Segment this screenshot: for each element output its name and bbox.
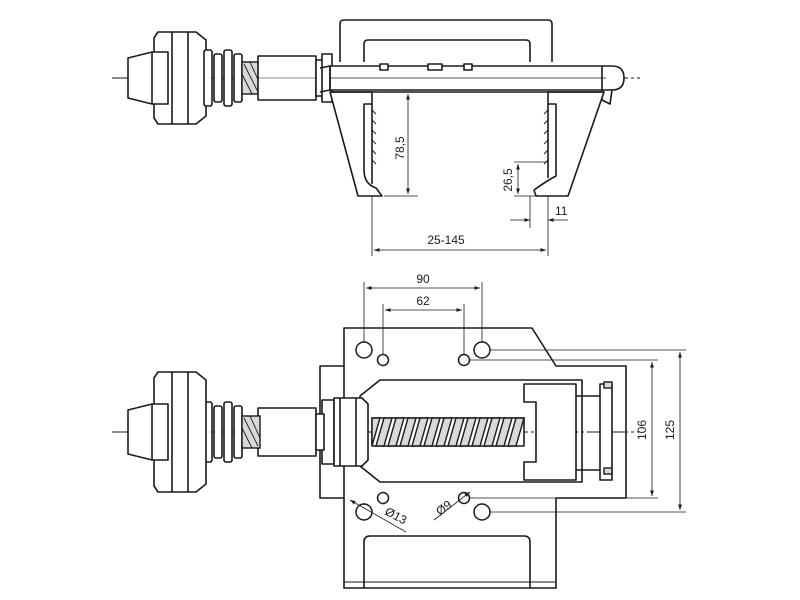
plan-moving-jaw [523,383,577,481]
dim-opening-25-145: 25-145 [371,196,546,256]
dim-height-78-5: 78,5 [380,91,418,197]
dim-outer-holes-label: 90 [416,272,430,286]
dim-jaw-step-label: 26,5 [501,168,515,192]
hole-large-top-right [473,341,491,359]
dim-jaw-width-11: 11 [510,196,568,256]
top-view: 78,5 26,5 11 25-145 [112,19,640,256]
dim-jaw-step-26-5: 26,5 [501,161,548,197]
plan-bottom-slot [363,535,531,588]
hole-small-bottom-left [376,491,390,505]
dim-inner-spacing-106: 106 [470,359,658,499]
dim-inner-holes-62: 62 [382,294,465,354]
plan-view: 90 62 106 125 Ø13 [112,272,686,589]
top-jaw-housing [329,91,605,197]
mounting-holes [355,341,491,521]
dim-height-label: 78,5 [393,136,407,160]
hole-large-bottom-right [473,503,491,521]
dim-jaw-width-label: 11 [555,204,568,218]
hole-small-top-right [457,353,471,367]
dim-opening-label: 25-145 [427,233,465,247]
dim-outer-holes-90: 90 [363,272,483,342]
plan-threaded-screw [371,417,525,447]
plan-screw-nut [321,397,369,467]
dim-inner-holes-label: 62 [416,294,430,308]
top-bracket [319,19,625,105]
plan-screw-sleeve [257,407,325,457]
hole-large-top-left [355,341,373,359]
dim-small-hole-label: Ø9 [433,497,454,518]
top-screw-sleeve [257,53,333,103]
dim-outer-spacing-label: 125 [663,420,677,440]
plan-base-outline [319,327,627,589]
top-handle-knob [127,31,207,125]
dim-small-hole-diameter: Ø9 [433,491,471,521]
hole-small-top-left [376,353,390,367]
dim-large-hole-label: Ø13 [383,504,410,527]
top-washers [203,49,261,107]
dim-outer-spacing-125: 125 [490,349,686,513]
plan-handle-knob [127,371,207,493]
hole-large-bottom-left [355,503,373,521]
plan-washers [203,401,261,463]
dim-inner-spacing-label: 106 [635,420,649,440]
